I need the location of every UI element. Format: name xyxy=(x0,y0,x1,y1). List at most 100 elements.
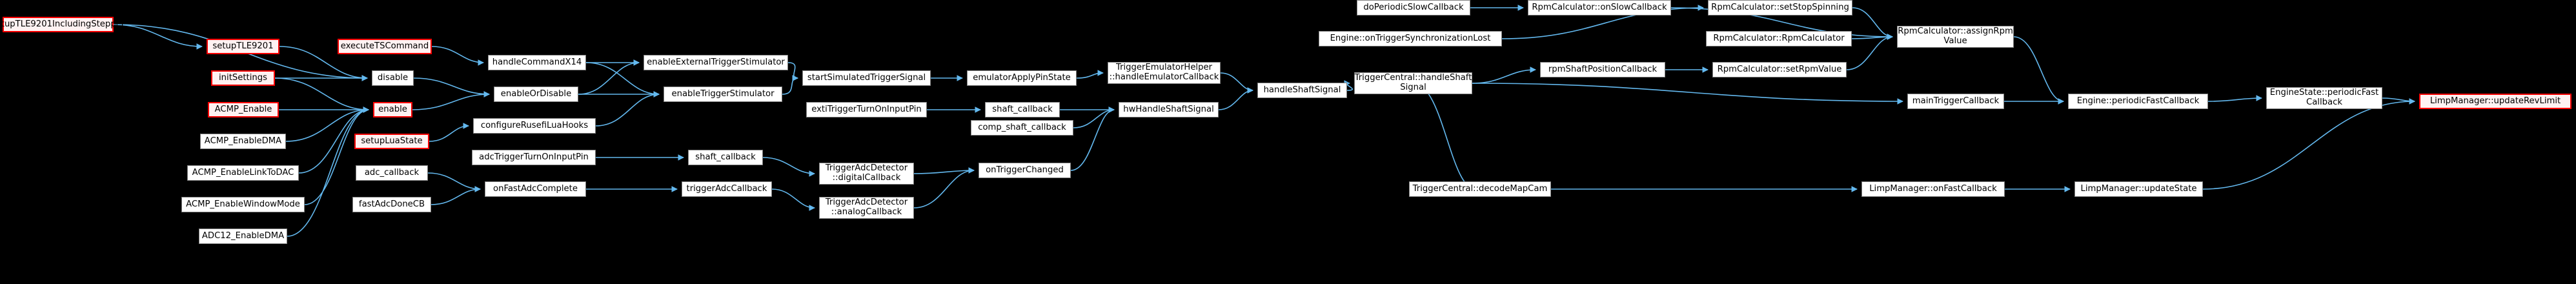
graph-node-label: onFastAdcComplete xyxy=(493,183,578,194)
graph-node-label: ACMP_Enable xyxy=(214,104,272,114)
graph-node-label: enableTriggerStimulator xyxy=(671,88,775,99)
graph-node-label: executeTSCommand xyxy=(340,41,429,51)
graph-node-label: initSettings xyxy=(219,72,267,83)
graph-node-label: ACMP_EnableLinkToDAC xyxy=(192,167,294,178)
graph-node-label: TriggerEmulatorHelper ::handleEmulatorCa… xyxy=(1109,63,1219,82)
graph-edge xyxy=(2382,97,2415,105)
graph-node[interactable]: disable xyxy=(372,70,414,86)
graph-edge xyxy=(1218,87,1253,110)
graph-node[interactable]: executeTSCommand xyxy=(338,39,432,54)
graph-node[interactable]: mainTriggerCallback xyxy=(1907,94,2004,109)
graph-node-label: TriggerCentral::handleShaft Signal xyxy=(1354,73,1472,92)
graph-node-label: disable xyxy=(377,72,409,83)
graph-node-label: TriggerAdcDetector ::analogCallback xyxy=(825,198,908,217)
graph-node-label: TriggerCentral::decodeMapCam xyxy=(1412,183,1548,194)
graph-node-label: enableExternalTriggerStimulator xyxy=(647,57,785,67)
graph-edge xyxy=(1344,80,1354,91)
graph-node[interactable]: TriggerAdcDetector ::digitalCallback xyxy=(819,163,914,185)
graph-node-label: adcTriggerTurnOnInputPin xyxy=(479,152,589,162)
graph-node[interactable]: startSimulatedTriggerSignal xyxy=(802,70,931,86)
graph-edge xyxy=(427,172,481,192)
graph-node[interactable]: TriggerAdcDetector ::analogCallback xyxy=(819,197,914,219)
graph-node[interactable]: RpmCalculator::setStopSpinning xyxy=(1708,0,1852,15)
graph-node[interactable]: ACMP_EnableWindowMode xyxy=(181,197,305,212)
graph-node[interactable]: EngineState::periodicFast Callback xyxy=(2266,87,2382,109)
graph-node[interactable]: initSettings xyxy=(211,70,275,86)
graph-node[interactable]: TriggerCentral::decodeMapCam xyxy=(1409,181,1551,197)
graph-node-label: rpmShaftPositionCallback xyxy=(1548,64,1658,74)
graph-node-label: RpmCalculator::assignRpm Value xyxy=(1898,26,2013,46)
graph-edge xyxy=(771,188,815,211)
graph-node-label: startSimulatedTriggerSignal xyxy=(807,72,926,83)
graph-node[interactable]: fastAdcDoneCB xyxy=(352,197,431,212)
graph-node[interactable]: ACMP_EnableLinkToDAC xyxy=(187,165,299,181)
graph-edge xyxy=(1076,70,1104,79)
graph-node[interactable]: onTriggerChanged xyxy=(979,163,1071,178)
graph-node-label: handleCommandX14 xyxy=(492,57,582,67)
graph-node[interactable]: enable xyxy=(373,102,412,117)
graph-node-label: LimpManager::onFastCallback xyxy=(1869,183,1997,194)
graph-node-label: RpmCalculator::setRpmValue xyxy=(1717,64,1842,74)
graph-node-label: RpmCalculator::RpmCalculator xyxy=(1713,33,1845,43)
graph-edge xyxy=(431,46,484,66)
graph-node[interactable]: emulatorApplyPinState xyxy=(967,70,1077,86)
graph-node-label: Engine::onTriggerSynchronizationLost xyxy=(1330,33,1491,43)
graph-node[interactable]: doPeriodicSlowCallback xyxy=(1357,0,1470,15)
graph-node[interactable]: RpmCalculator::onSlowCallback xyxy=(1528,0,1671,15)
graph-edge xyxy=(2013,36,2064,105)
graph-node-label: extiTriggerTurnOnInputPin xyxy=(811,104,922,114)
graph-node[interactable]: triggerAdcCallback xyxy=(682,181,772,197)
graph-edge xyxy=(413,77,490,97)
graph-node[interactable]: LimpManager::updateState xyxy=(2074,181,2203,197)
graph-edge xyxy=(913,167,975,174)
graph-node[interactable]: ACMP_Enable xyxy=(208,102,279,117)
graph-node[interactable]: configureRusefiLuaHooks xyxy=(473,118,596,134)
graph-node-label: setupTLE9201IncludingStepper xyxy=(0,19,125,29)
graph-node[interactable]: hwHandleShaftSignal xyxy=(1119,102,1219,117)
graph-node[interactable]: ACMP_EnableDMA xyxy=(200,134,286,149)
graph-node[interactable]: enableOrDisable xyxy=(494,86,578,102)
graph-node[interactable]: Engine::periodicFastCallback xyxy=(2068,94,2208,109)
graph-node[interactable]: setupLuaState xyxy=(354,134,429,149)
graph-node[interactable]: Engine::onTriggerSynchronizationLost xyxy=(1319,31,1502,46)
graph-node[interactable]: comp_shaft_callback xyxy=(971,120,1073,136)
graph-node[interactable]: shaft_callback xyxy=(688,150,763,165)
graph-node[interactable]: setupTLE9201IncludingStepper xyxy=(0,17,125,32)
graph-edge xyxy=(1851,34,1893,40)
graph-node[interactable]: RpmCalculator::RpmCalculator xyxy=(1706,31,1852,46)
graph-node-label: handleShaftSignal xyxy=(1263,85,1341,95)
graph-node-label: triggerAdcCallback xyxy=(686,183,767,194)
graph-node-label: ACMP_EnableDMA xyxy=(204,136,282,146)
graph-edge xyxy=(762,157,815,177)
graph-node-label: enableOrDisable xyxy=(500,88,572,99)
graph-node[interactable]: adc_callback xyxy=(356,165,428,181)
graph-node[interactable]: extiTriggerTurnOnInputPin xyxy=(806,102,927,117)
graph-node[interactable]: handleShaftSignal xyxy=(1257,83,1347,98)
graph-node[interactable]: onFastAdcComplete xyxy=(485,181,586,197)
graph-node-label: adc_callback xyxy=(364,167,420,178)
graph-node[interactable]: RpmCalculator::assignRpm Value xyxy=(1897,26,2014,48)
graph-node-label: setupLuaState xyxy=(361,136,423,146)
graph-node[interactable]: rpmShaftPositionCallback xyxy=(1540,62,1665,77)
graph-node[interactable]: ADC12_EnableDMA xyxy=(199,228,287,244)
graph-node-label: setupTLE9201 xyxy=(212,41,274,51)
graph-node[interactable]: setupTLE9201 xyxy=(207,39,279,54)
graph-node[interactable]: LimpManager::updateRevLimit xyxy=(2419,94,2571,109)
graph-node[interactable]: RpmCalculator::setRpmValue xyxy=(1712,62,1847,77)
graph-node-label: shaft_callback xyxy=(992,104,1053,114)
graph-node[interactable]: TriggerCentral::handleShaft Signal xyxy=(1354,72,1472,94)
graph-edge xyxy=(1070,107,1115,171)
graph-node[interactable]: LimpManager::onFastCallback xyxy=(1861,181,2005,197)
graph-node-label: configureRusefiLuaHooks xyxy=(480,120,589,130)
graph-edge xyxy=(274,77,369,113)
graph-node[interactable]: TriggerEmulatorHelper ::handleEmulatorCa… xyxy=(1108,62,1221,84)
graph-node-label: LimpManager::updateRevLimit xyxy=(2429,96,2561,106)
graph-node-label: TriggerAdcDetector ::digitalCallback xyxy=(825,163,908,183)
graph-node[interactable]: enableTriggerStimulator xyxy=(664,86,782,102)
graph-node[interactable]: handleCommandX14 xyxy=(488,55,586,70)
graph-node[interactable]: shaft_callback xyxy=(985,102,1060,117)
graph-node[interactable]: enableExternalTriggerStimulator xyxy=(644,55,788,70)
graph-node-label: ACMP_EnableWindowMode xyxy=(186,199,300,209)
graph-node[interactable]: adcTriggerTurnOnInputPin xyxy=(472,150,596,165)
